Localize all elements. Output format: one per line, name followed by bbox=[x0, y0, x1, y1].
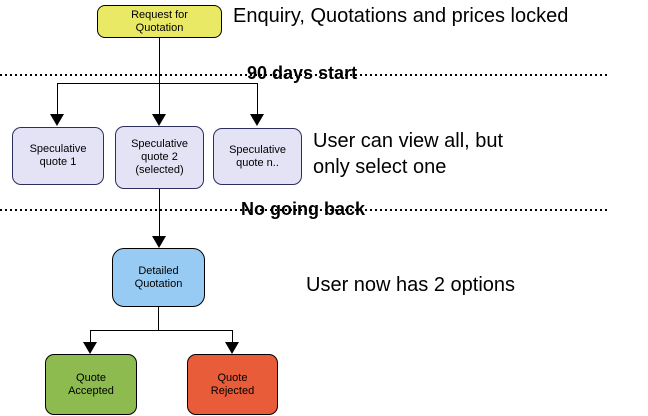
node-quote-rejected: Quote Rejected bbox=[187, 354, 278, 415]
connector-detailed-to-branch bbox=[158, 307, 159, 331]
node-detailed-quotation-label: Detailed Quotation bbox=[134, 264, 183, 290]
node-speculative-quote-n-label: Speculative quote n.. bbox=[229, 143, 286, 169]
node-speculative-quote-n: Speculative quote n.. bbox=[213, 128, 302, 185]
node-quote-accepted: Quote Accepted bbox=[45, 354, 137, 415]
phase-divider-line-2 bbox=[0, 209, 607, 211]
connector-drop-accepted bbox=[90, 331, 91, 342]
node-quote-rejected-label: Quote Rejected bbox=[210, 371, 255, 397]
node-speculative-quote-2-selected: Speculative quote 2 (selected) bbox=[115, 126, 204, 189]
node-quote-accepted-label: Quote Accepted bbox=[68, 371, 114, 397]
connector-drop-rejected bbox=[232, 331, 233, 342]
connector-request-to-branch bbox=[159, 38, 160, 84]
arrowhead-to-quote-rejected bbox=[225, 342, 239, 354]
arrowhead-to-quote1 bbox=[50, 114, 64, 126]
connector-quote2-to-detailed bbox=[159, 189, 160, 237]
arrowhead-to-quote-accepted bbox=[83, 342, 97, 354]
arrowhead-to-detailed-quotation bbox=[152, 236, 166, 248]
annotation-view-all-select-one: User can view all, but only select one bbox=[313, 130, 504, 178]
connector-drop-quoten bbox=[257, 84, 258, 115]
connector-branch-bottom bbox=[90, 330, 233, 331]
arrowhead-to-quoten bbox=[250, 114, 264, 126]
phase-divider-line-1 bbox=[0, 74, 607, 76]
node-request-for-quotation-label: Request for Quotation bbox=[131, 8, 188, 34]
phase-label-90-days-start: 90 days start bbox=[247, 63, 358, 83]
connector-branch-top bbox=[57, 83, 258, 84]
node-speculative-quote-2-label: Speculative quote 2 (selected) bbox=[131, 138, 188, 176]
connector-drop-quote2 bbox=[159, 84, 160, 115]
annotation-two-options: User now has 2 options bbox=[306, 274, 516, 296]
node-speculative-quote-1-label: Speculative quote 1 bbox=[29, 143, 87, 168]
connector-drop-quote1 bbox=[57, 84, 58, 115]
arrowhead-to-quote2 bbox=[152, 114, 166, 126]
annotation-prices-locked: Enquiry, Quotations and prices locked bbox=[233, 5, 569, 27]
node-detailed-quotation: Detailed Quotation bbox=[112, 248, 205, 307]
node-request-for-quotation: Request for Quotation bbox=[97, 5, 222, 38]
node-speculative-quote-1: Speculative quote 1 bbox=[12, 127, 104, 185]
